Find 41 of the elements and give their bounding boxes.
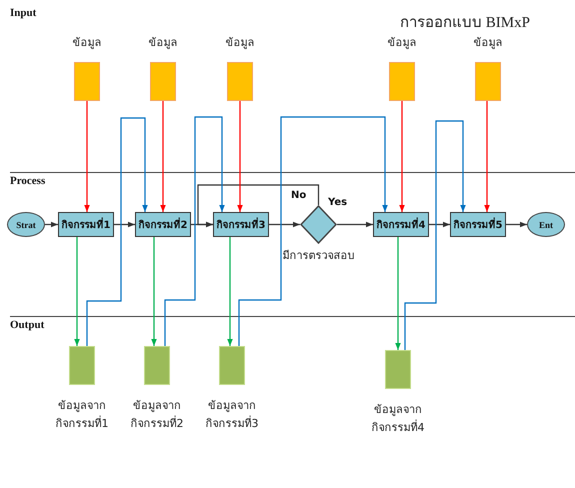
output-label: ข้อมูลจาก กิจกรรมที่2 xyxy=(130,398,184,432)
arrow xyxy=(151,237,157,346)
arrow xyxy=(45,222,58,228)
lane-label: Process xyxy=(10,175,46,187)
terminal-oval: Strat xyxy=(7,212,45,237)
arrow xyxy=(84,101,90,212)
arrow xyxy=(86,117,148,346)
lane-label: Output xyxy=(10,319,44,331)
process-box: กิจกรรมที่4 xyxy=(373,212,429,237)
process-box: กิจกรรมที่3 xyxy=(213,212,269,237)
data-label: ข้อมูล xyxy=(72,36,102,50)
decision-label: มีการตรวจสอบ xyxy=(282,248,356,264)
data-label: ข้อมูล xyxy=(226,36,254,50)
data-label: ข้อมูล xyxy=(388,36,416,50)
arrow xyxy=(164,116,225,346)
arrow xyxy=(237,101,243,212)
arrow xyxy=(429,222,450,228)
output-label: ข้อมูลจาก กิจกรรมที่3 xyxy=(204,398,260,432)
arrow xyxy=(227,237,233,346)
lane-label: Input xyxy=(10,7,36,19)
arrow xyxy=(404,120,466,350)
arrow xyxy=(269,222,300,228)
arrow xyxy=(395,237,401,350)
arrow xyxy=(238,116,388,346)
process-box: กิจกรรมที่1 xyxy=(58,212,114,237)
arrow xyxy=(74,237,80,346)
data-label: ข้อมูล xyxy=(474,36,502,50)
diagram-title: การออกแบบ BIMxP xyxy=(400,14,530,33)
output-label: ข้อมูลจาก กิจกรรมที่1 xyxy=(54,398,110,432)
arrow xyxy=(197,184,320,228)
arrow xyxy=(506,222,527,228)
output-label: ข้อมูลจาก กิจกรรมที่4 xyxy=(370,402,426,436)
arrow xyxy=(337,222,373,228)
process-box: กิจกรรมที่2 xyxy=(135,212,191,237)
arrow xyxy=(484,101,490,212)
arrow xyxy=(399,101,405,212)
arrow xyxy=(160,101,166,212)
terminal-oval: Ent xyxy=(527,212,565,237)
process-box: กิจกรรมที่5 xyxy=(450,212,506,237)
arrow xyxy=(114,222,135,228)
data-label: ข้อมูล xyxy=(148,36,178,50)
